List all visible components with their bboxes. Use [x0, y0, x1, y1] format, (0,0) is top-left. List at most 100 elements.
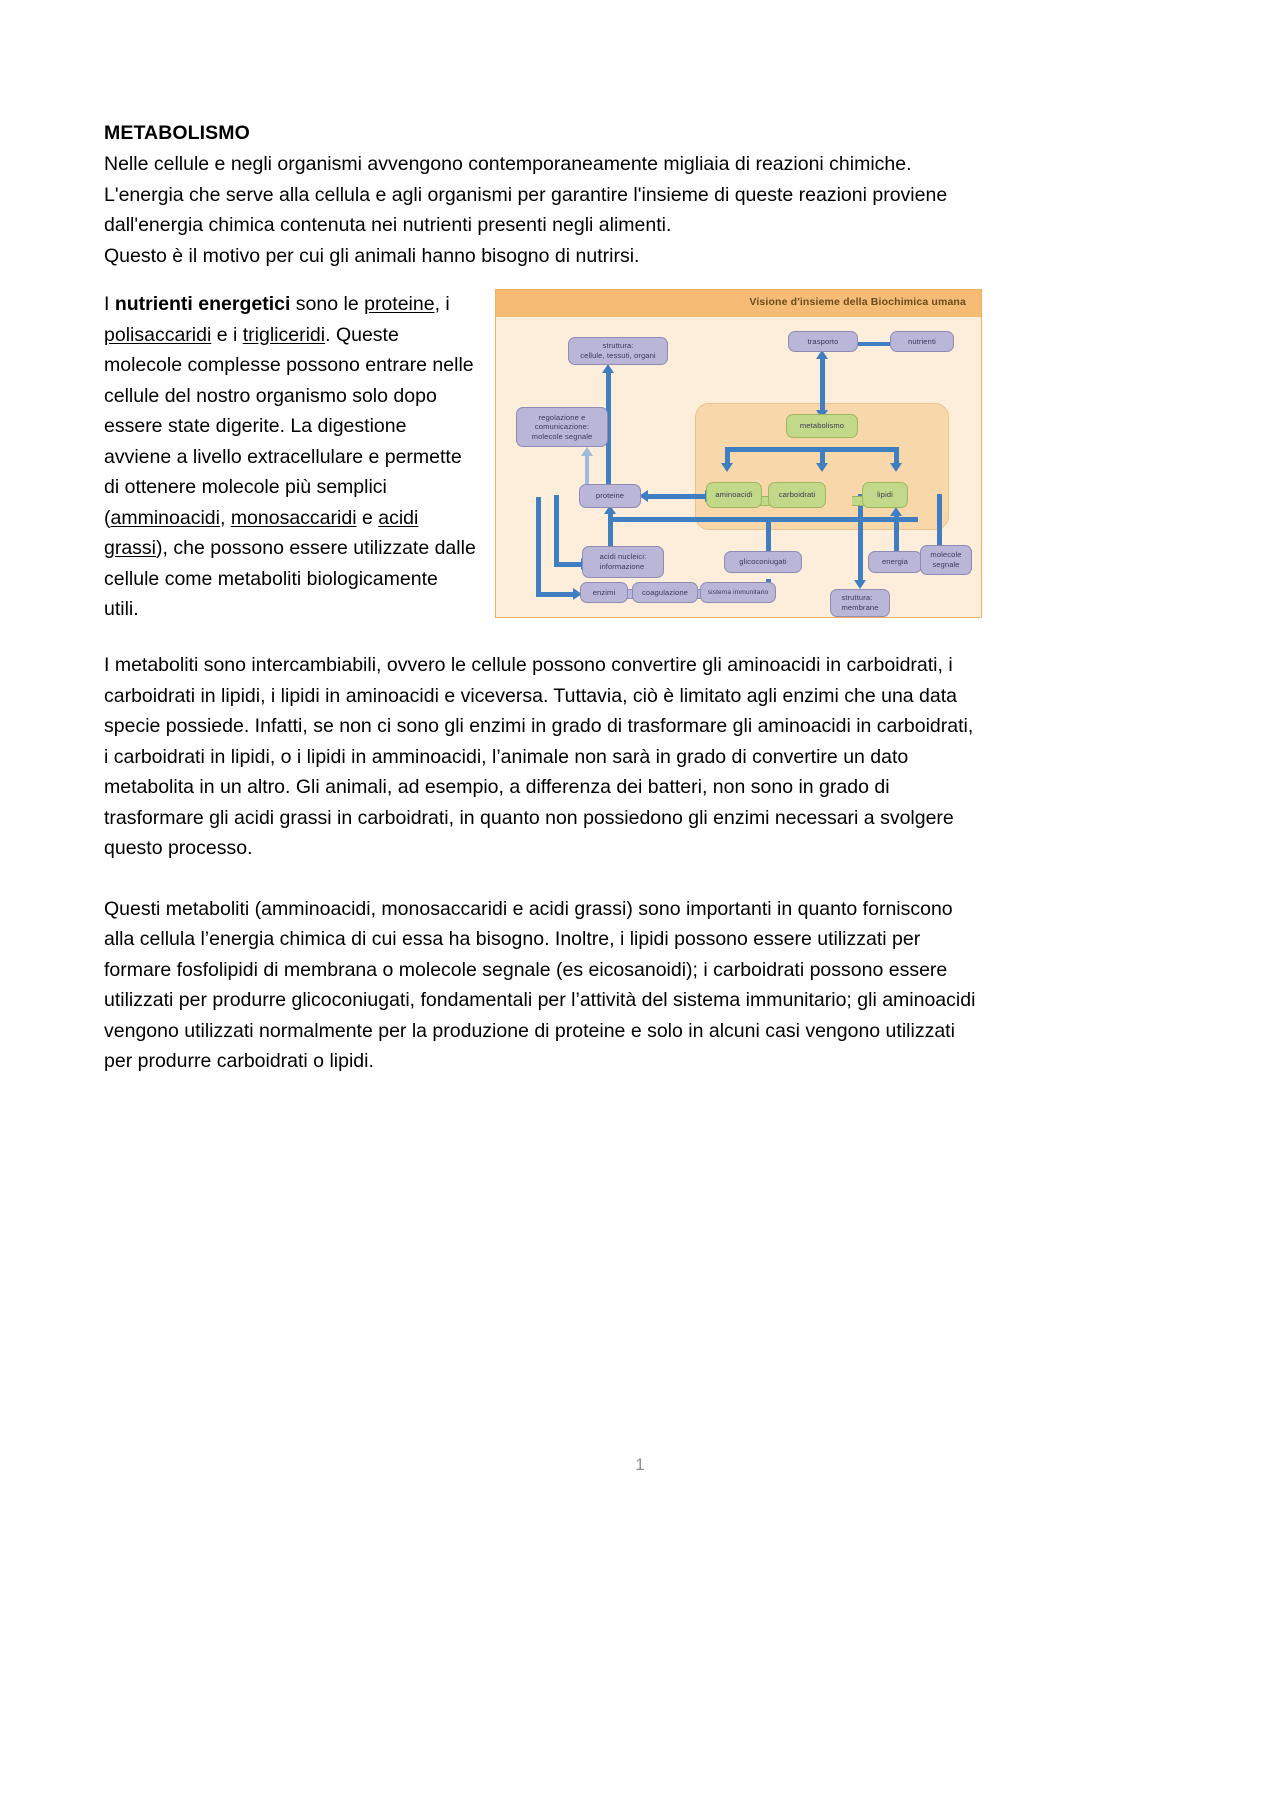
text-mid-3: e i [211, 323, 243, 346]
arrow-carboidrati-down-bus [608, 517, 918, 522]
arrowhead-lipidi [890, 463, 902, 472]
arrowhead-lipidi-bottom [890, 507, 902, 516]
node-enzimi: enzimi [580, 582, 628, 603]
node-lipidi: lipidi [862, 482, 908, 508]
arrow-left-spine [536, 497, 541, 597]
text-mid-1: sono le [290, 293, 365, 315]
node-molecole-segnale-label: molecole segnale [930, 550, 962, 569]
arrow-bus-right-drop [894, 447, 899, 465]
arrowhead-enzimi [573, 588, 582, 600]
nutrienti-paragraph: I nutrienti energetici sono le proteine,… [104, 289, 477, 625]
arrow-proteine-aminoacidi [646, 494, 708, 499]
node-molecole-segnale: molecole segnale [920, 545, 972, 575]
node-sistema-immunitario: sistema immunitario [700, 582, 776, 603]
node-nutrienti-label: nutrienti [908, 336, 936, 346]
node-aminoacidi-label: aminoacidi [715, 490, 753, 500]
node-carboidrati: carboidrati [768, 482, 826, 508]
arrowhead-proteine-in [639, 490, 648, 502]
arrow-bus-left-drop [725, 447, 730, 465]
node-struttura-membrane: struttura: membrane [830, 589, 890, 617]
arrow-trasporto-nutrienti [858, 342, 890, 346]
underline-amminoacidi: amminoacidi [110, 506, 220, 529]
arrow-proteine-to-struttura [606, 372, 611, 502]
arrow-lipidi-molecole-segnale [937, 494, 942, 554]
body-paragraphs: I metaboliti sono intercambiabili, ovver… [104, 650, 982, 1077]
arrow-metabolism-bus [725, 447, 899, 452]
node-energia: energia [868, 551, 922, 573]
node-carboidrati-label: carboidrati [778, 490, 816, 500]
arrowhead-struttura [602, 364, 614, 373]
node-sistema-immunitario-label: sistema immunitario [707, 588, 769, 596]
underline-acidi-grassi: acidi grassi [104, 506, 419, 560]
arrow-carboidrati-glicoconiugati [766, 517, 771, 562]
node-glicoconiugati: glicoconiugati [724, 551, 802, 573]
figure-and-left-column: Visione d'insieme della Biochimica umana [104, 289, 982, 628]
arrowhead-proteine-bottom [604, 505, 616, 514]
text-mid-2: , i [434, 293, 450, 315]
node-regolazione: regolazione e comunicazione: molecole se… [516, 407, 608, 447]
intro-block: Nelle cellule e negli organismi avvengon… [104, 149, 982, 271]
node-struttura-cellule: struttura: cellule, tessuti, organi [568, 337, 668, 365]
underline-polisaccaridi: polisaccaridi [104, 323, 212, 346]
node-coagulazione-label: coagulazione [642, 587, 688, 597]
connector-aminoacidi-carboidrati [758, 496, 772, 506]
arrowhead-aminoacidi [721, 463, 733, 472]
arrow-left-spine-to-enzimi [536, 592, 576, 597]
biochemistry-overview-figure: Visione d'insieme della Biochimica umana [495, 289, 982, 618]
text-mid-4: . Queste molecole complesse possono entr… [104, 323, 474, 529]
node-proteine: proteine [579, 484, 641, 508]
arrow-proteine-to-regolazione [585, 454, 589, 494]
body-paragraph-1: I metaboliti sono intercambiabili, ovver… [104, 654, 974, 859]
intro-line-1: Nelle cellule e negli organismi avvengon… [104, 153, 912, 175]
arrow-lipidi-energia [894, 513, 899, 563]
node-energia-label: energia [881, 557, 909, 567]
text-prefix: I [104, 293, 115, 315]
node-trasporto: trasporto [788, 331, 858, 352]
page-content: METABOLISMO Nelle cellule e negli organi… [104, 118, 982, 1077]
node-proteine-label: proteine [595, 491, 625, 501]
node-regolazione-label: regolazione e comunicazione: molecole se… [531, 412, 593, 441]
arrow-branch-acidinucleici-h [554, 562, 584, 567]
node-nutrienti: nutrienti [890, 331, 954, 352]
node-struttura-membrane-label: struttura: membrane [841, 593, 879, 612]
node-coagulazione: coagulazione [632, 582, 698, 603]
arrow-bus-center-drop [820, 447, 825, 465]
node-acidi-nucleici-label: acidi nucleici: informazione [599, 552, 647, 571]
figure-header-band: Visione d'insieme della Biochimica umana [496, 290, 981, 317]
figure-title: Visione d'insieme della Biochimica umana [749, 296, 966, 308]
arrow-left-branch-acidinucleici [554, 495, 559, 567]
page-title: METABOLISMO [104, 122, 250, 144]
text-mid-6: e [356, 506, 379, 529]
left-column-paragraph: I nutrienti energetici sono le proteine,… [104, 289, 477, 625]
arrow-lipidi-membrane [858, 494, 863, 584]
underline-proteine: proteine [364, 293, 435, 315]
arrow-trasporto-metabolismo [820, 356, 825, 418]
node-metabolismo: metabolismo [786, 414, 858, 438]
node-acidi-nucleici: acidi nucleici: informazione [582, 546, 664, 578]
connector-carboidrati-lipidi [852, 496, 866, 506]
node-glicoconiugati-label: glicoconiugati [739, 557, 787, 567]
arrowhead-regolazione [581, 447, 593, 456]
underline-trigliceridi: trigliceridi [242, 323, 326, 346]
bold-nutrienti-energetici: nutrienti energetici [114, 293, 291, 315]
node-trasporto-label: trasporto [807, 336, 839, 346]
node-enzimi-label: enzimi [592, 587, 616, 597]
body-paragraph-2: Questi metaboliti (amminoacidi, monosacc… [104, 897, 976, 1073]
node-aminoacidi: aminoacidi [706, 482, 762, 508]
intro-line-3: Questo è il motivo per cui gli animali h… [104, 244, 640, 267]
node-metabolismo-label: metabolismo [799, 421, 845, 431]
arrowhead-trasporto [816, 350, 828, 359]
connector-coagulazione-sistema [692, 589, 704, 599]
text-suffix: ), che possono essere utilizzate dalle c… [104, 537, 476, 620]
intro-line-2: L'energia che serve alla cellula e agli … [104, 183, 948, 237]
connector-enzimi-coagulazione [624, 589, 636, 599]
arrow-bus-to-proteine [608, 513, 613, 523]
node-struttura-cellule-label: struttura: cellule, tessuti, organi [580, 341, 656, 360]
node-lipidi-label: lipidi [877, 490, 893, 500]
text-mid-5: , [219, 506, 231, 529]
arrowhead-carboidrati [816, 463, 828, 472]
arrowhead-membrane [854, 580, 866, 589]
underline-monosaccaridi: monosaccaridi [230, 506, 357, 529]
figure-canvas: struttura: cellule, tessuti, organi tras… [496, 317, 981, 617]
